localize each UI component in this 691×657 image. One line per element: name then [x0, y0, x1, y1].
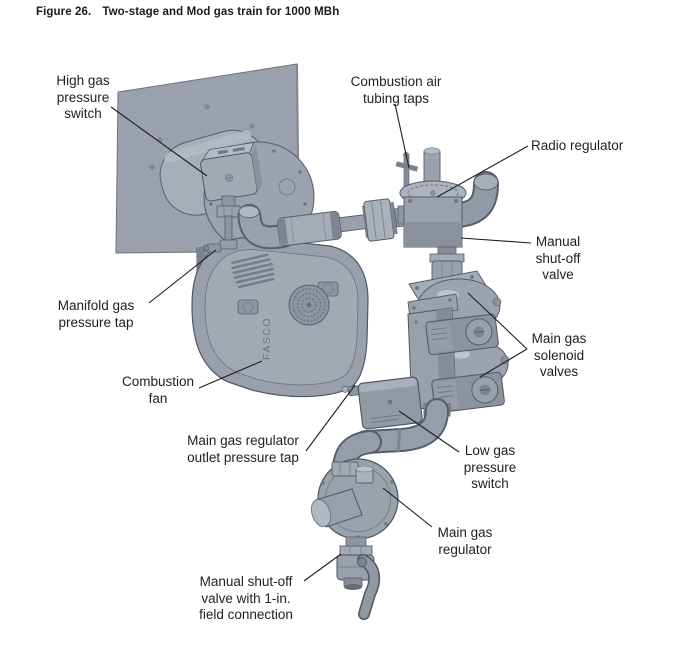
- label-main-gas-regulator-outlet-pressure-tap: Main gas regulator outlet pressure tap: [187, 433, 299, 465]
- figure-caption: Figure 26. Two-stage and Mod gas train f…: [36, 6, 339, 18]
- label-manual-shut-off-valve: Manual shut-off valve: [535, 234, 581, 282]
- label-low-gas-pressure-switch: Low gas pressure switch: [463, 443, 517, 491]
- gas-supply-pipe: [237, 198, 424, 250]
- fan-grille: [288, 284, 330, 326]
- high-gas-pressure-switch: [200, 142, 263, 250]
- combustion-fan: FASCO: [191, 237, 369, 398]
- fan-mounting-ear-left: [237, 299, 259, 315]
- fan-vent-slats: [231, 253, 275, 289]
- solenoid-coil-2: [431, 371, 505, 414]
- label-high-gas-pressure-switch: High gas pressure switch: [56, 73, 110, 121]
- manual-shut-off-valve-field: [336, 536, 381, 620]
- manifold-gas-pressure-tap: [202, 243, 222, 253]
- leader-lines: [110, 103, 532, 582]
- figure-caption-label: Figure 26.: [36, 6, 92, 18]
- label-combustion-fan: Combustion fan: [121, 374, 195, 406]
- figure-caption-text: Two-stage and Mod gas train for 1000 MBh: [102, 6, 340, 18]
- fan-brand-text: FASCO: [261, 317, 273, 360]
- solenoid-coil-1: [425, 313, 499, 356]
- label-radio-regulator: Radio regulator: [531, 138, 624, 153]
- label-manual-shut-off-valve-field-connection: Manual shut-off valve with 1-in. field c…: [199, 574, 293, 622]
- outlet-pressure-tap-fitting: [341, 386, 349, 393]
- main-gas-solenoid-valves: [407, 270, 510, 414]
- main-gas-regulator: [310, 458, 399, 540]
- label-manifold-gas-pressure-tap: Manifold gas pressure tap: [57, 298, 135, 330]
- label-combustion-air-tubing-taps: Combustion air tubing taps: [350, 74, 442, 106]
- label-main-gas-regulator: Main gas regulator: [437, 525, 493, 557]
- radio-regulator: [395, 147, 499, 248]
- label-main-gas-solenoid-valves: Main gas solenoid valves: [531, 331, 587, 379]
